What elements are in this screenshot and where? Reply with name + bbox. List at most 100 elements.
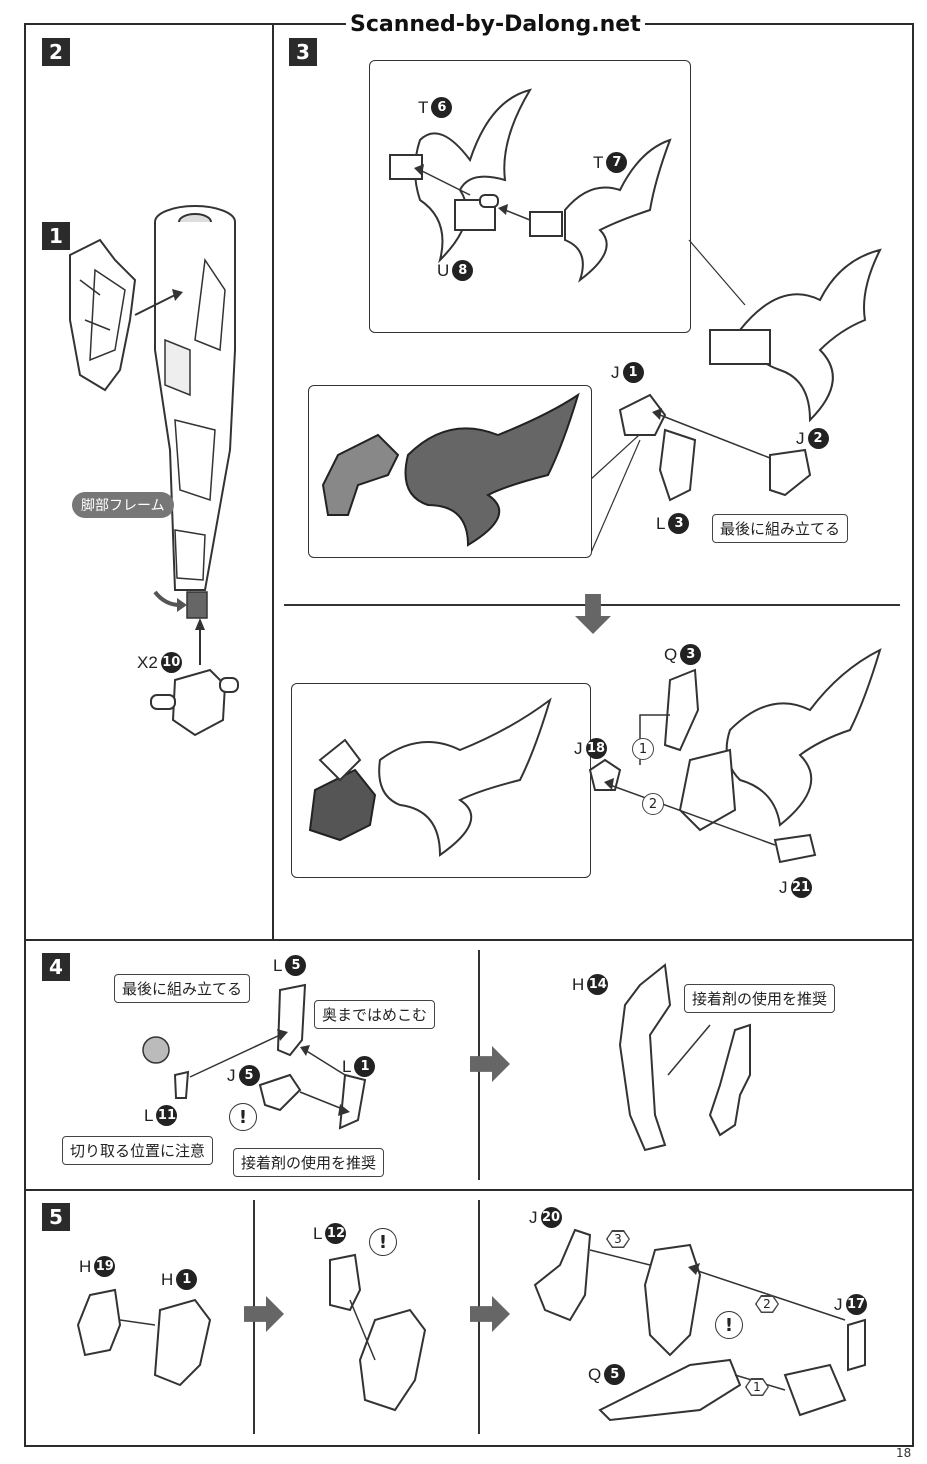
part-code: T: [593, 152, 604, 172]
step4-parts-illustration: [142, 983, 367, 1130]
part-code: T: [418, 97, 429, 117]
leg-frame-illustration: [69, 205, 239, 737]
order-step-1-number: 1: [746, 1379, 768, 1395]
note-cut-position: 切り取る位置に注意: [62, 1136, 214, 1165]
part-label-j1: J 1: [611, 362, 644, 383]
order-step-1: 1: [745, 1378, 769, 1396]
note-glue-recommended: 接着剤の使用を推奨: [233, 1148, 385, 1177]
part-code: J: [779, 877, 788, 897]
part-number-badge: 19: [94, 1256, 116, 1277]
note-press-fully: 奥まではめこむ: [314, 1000, 436, 1029]
part-number-badge: 5: [238, 1065, 260, 1086]
part-number-badge: 11: [156, 1105, 178, 1126]
part-number-badge: 20: [540, 1207, 562, 1228]
part-label-j20: J 20: [529, 1207, 562, 1228]
part-number-badge: 3: [668, 513, 690, 534]
part-number-badge: 5: [285, 955, 307, 976]
joint-parts-illustration: [618, 393, 812, 502]
assembled-flame-illustration: [709, 248, 882, 423]
part-code: U: [437, 260, 450, 280]
part-label-j5: J 5: [227, 1065, 260, 1086]
part-number-badge: 1: [622, 362, 644, 383]
part-code: H: [161, 1269, 174, 1289]
note-assemble-last: 最後に組み立てる: [712, 514, 849, 543]
part-code: H: [572, 974, 585, 994]
part-label-q5: Q 5: [588, 1364, 626, 1385]
part-number-badge: 2: [807, 428, 829, 449]
part-label-u8: U 8: [437, 260, 474, 281]
part-label-x2-10: X2 10: [137, 652, 182, 673]
part-code: L: [273, 955, 283, 975]
part-code: X2: [137, 652, 158, 672]
part-code: J: [227, 1065, 236, 1085]
part-code: J: [529, 1207, 538, 1227]
part-number-badge: 1: [176, 1269, 198, 1290]
part-code: L: [313, 1223, 323, 1243]
order-step-3-number: 3: [607, 1231, 629, 1247]
step5-parts-b-illustration: [329, 1253, 427, 1412]
part-number-badge: 1: [354, 1056, 376, 1077]
warning-icon: !: [229, 1103, 257, 1131]
part-label-j17: J 17: [834, 1294, 867, 1315]
part-code: J: [574, 738, 583, 758]
step5-parts-c-illustration: [533, 1228, 866, 1422]
part-number-badge: 10: [160, 652, 182, 673]
part-label-l3: L 3: [656, 513, 690, 534]
part-code: L: [342, 1056, 352, 1076]
part-label-t6: T 6: [418, 97, 453, 118]
part-number-badge: 7: [606, 152, 628, 173]
step-2-panel: [24, 23, 276, 943]
step4-result-illustration: [618, 963, 751, 1152]
order-step-2: 2: [642, 793, 664, 815]
part-code: L: [144, 1105, 154, 1125]
part-code: H: [79, 1256, 92, 1276]
part-code: L: [656, 513, 666, 533]
page-number: 18: [896, 1446, 912, 1460]
order-step-2: 2: [755, 1295, 779, 1313]
part-number-badge: 3: [680, 644, 702, 665]
leg-frame-label: 脚部フレーム: [72, 492, 174, 518]
part-number-badge: 14: [587, 974, 609, 995]
part-label-h1: H 1: [161, 1269, 198, 1290]
part-label-q3: Q 3: [664, 644, 702, 665]
flame-parts-illustration: [389, 88, 672, 283]
part-label-t7: T 7: [593, 152, 628, 173]
step-number: 4: [42, 953, 70, 981]
dark-flame-illustration: [321, 392, 580, 547]
part-label-l11: L 11: [144, 1105, 178, 1126]
substep-number: 1: [42, 222, 70, 250]
part-number-badge: 12: [325, 1223, 347, 1244]
part-code: J: [834, 1294, 843, 1314]
note-assemble-last: 最後に組み立てる: [114, 974, 251, 1003]
flame-assembled-detail-illustration: [308, 697, 552, 857]
part-code: J: [796, 428, 805, 448]
part-number-badge: 8: [452, 260, 474, 281]
part-number-badge: 21: [790, 877, 812, 898]
warning-icon: !: [715, 1311, 743, 1339]
part-code: Q: [588, 1364, 602, 1384]
part-label-l5-top: L 5: [273, 955, 307, 976]
joint-assembly-illustration: [588, 648, 882, 864]
part-label-l12: L 12: [313, 1223, 347, 1244]
step-number: 5: [42, 1203, 70, 1231]
part-label-l1: L 1: [342, 1056, 376, 1077]
part-label-h14: H 14: [572, 974, 609, 995]
step-number: 3: [289, 38, 317, 66]
watermark: Scanned-by-Dalong.net: [346, 12, 645, 37]
warning-icon: !: [369, 1228, 397, 1256]
note-glue-recommended: 接着剤の使用を推奨: [684, 984, 836, 1013]
order-step-3: 3: [606, 1230, 630, 1248]
step5-parts-a-illustration: [76, 1288, 212, 1387]
order-step-1: 1: [632, 738, 654, 760]
part-number-badge: 18: [585, 738, 607, 759]
part-label-h19: H 19: [79, 1256, 116, 1277]
part-code: J: [611, 362, 620, 382]
part-number-badge: 17: [845, 1294, 867, 1315]
part-number-badge: 5: [604, 1364, 626, 1385]
part-code: Q: [664, 644, 678, 664]
step-number: 2: [42, 38, 70, 66]
part-label-j18: J 18: [574, 738, 607, 759]
part-label-j21: J 21: [779, 877, 812, 898]
part-number-badge: 6: [431, 97, 453, 118]
order-step-2-number: 2: [756, 1296, 778, 1312]
